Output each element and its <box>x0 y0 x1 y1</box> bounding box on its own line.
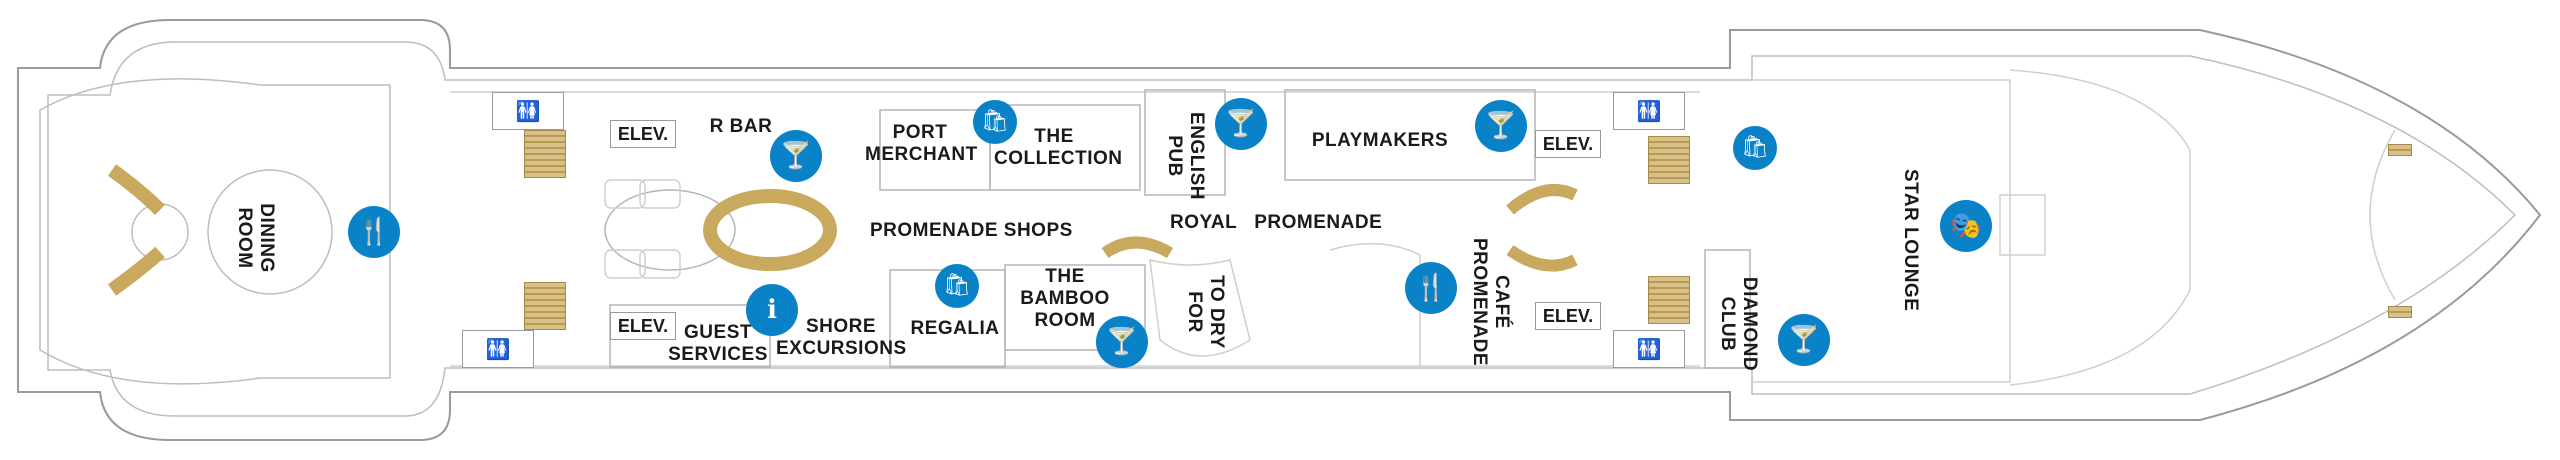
dining-room-label: DINING ROOM <box>234 203 277 273</box>
shopping-bag-icon: 🛍 <box>1733 126 1777 170</box>
the-collection-room <box>989 104 1141 191</box>
restroom-icon: 🚻 <box>1613 92 1685 130</box>
cafe-promenade-label: CAFÉ PROMENADE <box>1469 237 1512 366</box>
cocktail-icon: 🍸 <box>1096 316 1148 368</box>
royal-promenade-label: ROYAL PROMENADE <box>1170 212 1383 233</box>
cocktail-icon: 🍸 <box>1778 314 1830 366</box>
the-bamboo-room-label: THE BAMBOO ROOM <box>1020 266 1110 331</box>
star-lounge-label: STAR LOUNGE <box>1900 169 1921 312</box>
dining-icon: 🍴 <box>1405 262 1457 314</box>
cocktail-icon: 🍸 <box>1475 100 1527 152</box>
info-icon: ℹ <box>746 284 798 336</box>
aft-stair-upper <box>107 164 165 215</box>
stair-block <box>524 282 566 330</box>
to-dry-for-label: TO DRY FOR <box>1184 275 1227 349</box>
r-bar-label: R BAR <box>709 116 773 137</box>
diamond-club-room <box>1704 249 1751 369</box>
stair-block <box>1648 136 1690 184</box>
shore-excursions-label: SHORE EXCURSIONS <box>776 316 907 359</box>
theater-masks-icon: 🎭 <box>1940 200 1992 252</box>
bamboo-room <box>1004 264 1146 351</box>
cocktail-icon: 🍸 <box>770 130 822 182</box>
playmakers-label: PLAYMAKERS <box>1311 130 1449 151</box>
cafe-stair-bottom <box>1506 245 1578 272</box>
diamond-club-label: DIAMOND CLUB <box>1717 276 1760 372</box>
english-pub-label: ENGLISH PUB <box>1164 112 1207 200</box>
elevator-label: ELEV. <box>1535 130 1601 158</box>
shopping-bag-icon: 🛍 <box>935 264 979 308</box>
dining-room-rotunda <box>207 169 333 295</box>
cocktail-icon: 🍸 <box>1215 98 1267 150</box>
elevator-label: ELEV. <box>610 120 676 148</box>
star-lounge-outline <box>1752 79 2011 383</box>
aft-stair-lower <box>107 246 165 296</box>
stair-block <box>1648 276 1690 324</box>
restroom-icon: 🚻 <box>1613 330 1685 368</box>
regalia-label: REGALIA <box>910 318 1000 339</box>
promenade-shops-label: PROMENADE SHOPS <box>870 220 1073 241</box>
port-merchant-label: PORT MERCHANT <box>865 122 978 165</box>
guest-services-label: GUEST SERVICES <box>668 322 768 365</box>
elevator-label: ELEV. <box>1535 302 1601 330</box>
restroom-icon: 🚻 <box>462 330 534 368</box>
stair-block <box>524 130 566 178</box>
hull-inner <box>47 41 2517 417</box>
stair-block <box>2388 144 2412 156</box>
the-collection-label: THE COLLECTION <box>994 126 1123 169</box>
cafe-stair-top <box>1506 184 1578 215</box>
royal-promenade-stair <box>1101 236 1174 259</box>
shopping-bag-icon: 🛍 <box>973 100 1017 144</box>
dining-icon: 🍴 <box>348 206 400 258</box>
elevator-label: ELEV. <box>610 312 676 340</box>
stair-block <box>2388 306 2412 318</box>
dining-room-outline <box>39 78 391 385</box>
central-stair <box>703 189 837 271</box>
restroom-icon: 🚻 <box>492 92 564 130</box>
